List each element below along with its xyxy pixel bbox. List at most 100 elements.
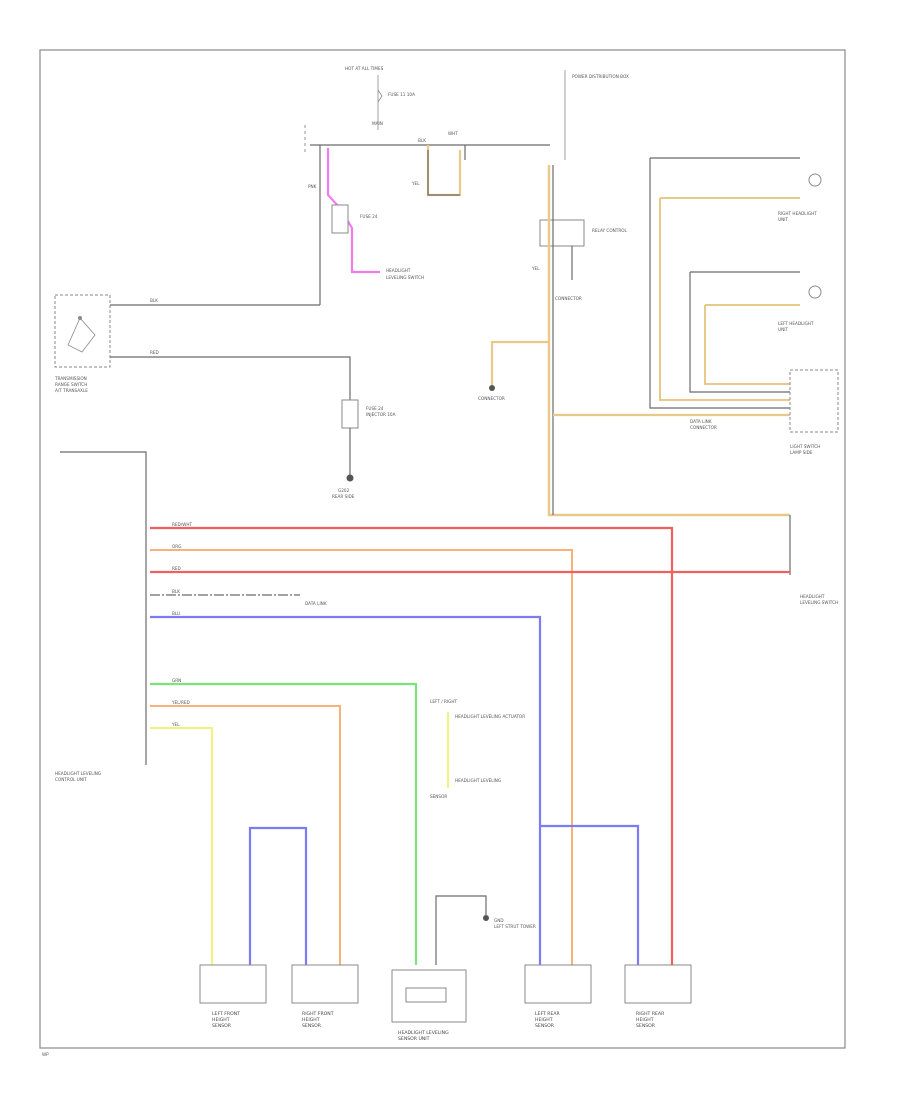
left-rear-sensor xyxy=(524,964,592,1004)
tan-loop-label: YEL xyxy=(411,181,420,186)
blue-wire-label: BLU xyxy=(172,611,180,616)
fuse-name-label: FUSE 11 10A xyxy=(388,92,415,97)
orange-wire-2-label: YEL/RED xyxy=(171,700,190,705)
green-wire xyxy=(150,682,418,965)
tps-switch-box xyxy=(54,294,111,368)
hl-wire-outer xyxy=(649,158,790,409)
left-hl-label: LEFT HEADLIGHT xyxy=(778,321,814,326)
pin-note-label: DATA LINK xyxy=(690,419,712,424)
hl-wire-left-outer xyxy=(689,272,790,393)
tps-switch-icon xyxy=(67,317,96,353)
tps-switch-node xyxy=(78,316,82,320)
tps-sub1: RANGE SWITCH xyxy=(55,382,87,387)
pink-fuse-label: FUSE 24 xyxy=(360,214,378,219)
bottom-1-l1: RIGHT FRONT xyxy=(302,1011,334,1017)
footer-label: WP xyxy=(42,1052,49,1057)
ground-drop-sub: LEFT STRUT TOWER xyxy=(494,924,536,929)
tan-bus-label: YEL xyxy=(531,266,540,271)
bottom-0-l1: LEFT FRONT xyxy=(212,1011,240,1017)
bottom-3-l1: LEFT REAR xyxy=(535,1011,561,1017)
ground-drop-label: GND xyxy=(494,918,504,923)
red-wire-2-label: RED xyxy=(172,566,181,571)
pink-wire-label: PNK xyxy=(308,184,317,189)
bottom-0-l2: HEIGHT xyxy=(212,1017,230,1023)
tps-wire-bot-label: RED xyxy=(150,350,159,355)
relay-label: RELAY CONTROL xyxy=(592,228,628,233)
left-front-sensor xyxy=(199,964,267,1004)
tps-wire-bot xyxy=(110,356,351,400)
blue-wire-branch xyxy=(540,824,640,965)
bottom-4-l3: SENSOR xyxy=(636,1023,656,1029)
leveling-bot: HEADLIGHT LEVELING xyxy=(455,778,501,783)
hl-wire-tan-outer xyxy=(659,198,790,401)
blue-sensor-loop xyxy=(248,826,308,965)
right-hl-label: RIGHT HEADLIGHT xyxy=(778,211,817,216)
top-bus-label: WHT xyxy=(448,131,458,136)
orange-wire-1-label: ORG xyxy=(172,544,181,549)
bottom-3-l3: SENSOR xyxy=(535,1023,555,1029)
ecu-outline xyxy=(60,451,147,765)
relay-conn-label: CONNECTOR xyxy=(555,296,582,301)
ecu-label: HEADLIGHT LEVELING xyxy=(55,771,101,776)
bottom-3-l2: HEIGHT xyxy=(535,1017,553,1023)
tps-sub2: A/T TRANSAXLE xyxy=(55,388,88,393)
fuse-feed-label: HOT AT ALL TIMES xyxy=(345,66,384,71)
lev-switch-label: HEADLIGHT xyxy=(800,594,825,599)
pdb-label: POWER DISTRIBUTION BOX xyxy=(572,74,629,79)
diagram-frame xyxy=(39,49,846,1049)
red-wire-1-label: RED/WHT xyxy=(172,522,192,527)
leveling-bot-sub: SENSOR xyxy=(430,794,447,799)
ground-drop-icon xyxy=(483,915,489,921)
left-hl-sub: UNIT xyxy=(778,327,788,332)
tan-branch xyxy=(490,340,549,385)
orange-wire-2 xyxy=(150,705,341,965)
bottom-4-l2: HEIGHT xyxy=(636,1017,654,1023)
light-switch-label: LIGHT SWITCH xyxy=(790,444,820,449)
ground-sub: REAR SIDE xyxy=(332,494,355,499)
orange-wire-1 xyxy=(150,549,573,965)
green-wire-label: GRN xyxy=(172,678,181,683)
ecu-sub: CONTROL UNIT xyxy=(55,777,87,782)
pink-dest-sub: LEVELING SWITCH xyxy=(386,275,424,280)
bottom-1-l3: SENSOR xyxy=(302,1023,322,1029)
dlc-label: DATA LINK xyxy=(305,601,327,606)
pin-note-sub: CONNECTOR xyxy=(690,425,717,430)
right-front-sensor xyxy=(291,964,359,1004)
tan-branch-label: CONNECTOR xyxy=(478,396,505,401)
hl-wire-left-tan-outer xyxy=(704,305,790,385)
fuse24-label: FUSE 24 xyxy=(366,406,384,411)
top-bus-label-2: BLK xyxy=(418,138,426,143)
ground-drop-wire xyxy=(435,895,487,965)
bottom-1-l2: HEIGHT xyxy=(302,1017,320,1023)
yellow-wire-label: YEL xyxy=(171,722,180,727)
right-hl-sub: UNIT xyxy=(778,217,788,222)
right-headlight-icon xyxy=(808,173,822,187)
pink-dest-label: HEADLIGHT xyxy=(386,268,411,273)
pink-fuse-box xyxy=(331,204,349,234)
fuse24-sub: INJECTOR 10A xyxy=(366,412,396,417)
blue-wire xyxy=(150,615,542,965)
leveling-top-sub: HEADLIGHT LEVELING ACTUATOR xyxy=(455,714,525,719)
light-switch-sub: LAMP SIDE xyxy=(790,450,813,455)
tan-loop-outline xyxy=(427,150,460,196)
tan-branch-ground xyxy=(489,385,495,391)
right-rear-sensor xyxy=(624,964,692,1004)
ground-icon xyxy=(346,474,354,482)
tps-label: TRANSMISSION xyxy=(54,376,87,381)
leveling-sensor-inner xyxy=(405,987,447,1003)
relay-block xyxy=(539,219,585,247)
bottom-0-l3: SENSOR xyxy=(212,1023,232,1029)
red-wire-1 xyxy=(150,526,674,965)
bottom-4-l1: RIGHT REAR xyxy=(636,1011,665,1017)
fuse-grid-label: MAIN xyxy=(372,121,383,126)
light-switch-box xyxy=(789,369,839,433)
left-headlight-icon xyxy=(808,285,822,299)
yellow-wire xyxy=(150,727,213,965)
ground-label: G202 xyxy=(338,488,350,493)
bottom-2-l2: SENSOR UNIT xyxy=(398,1036,430,1042)
tan-main-bus xyxy=(547,165,790,517)
lev-switch-sub: LEVELING SWITCH xyxy=(800,600,838,605)
black-wire-label: BLK xyxy=(172,589,180,594)
